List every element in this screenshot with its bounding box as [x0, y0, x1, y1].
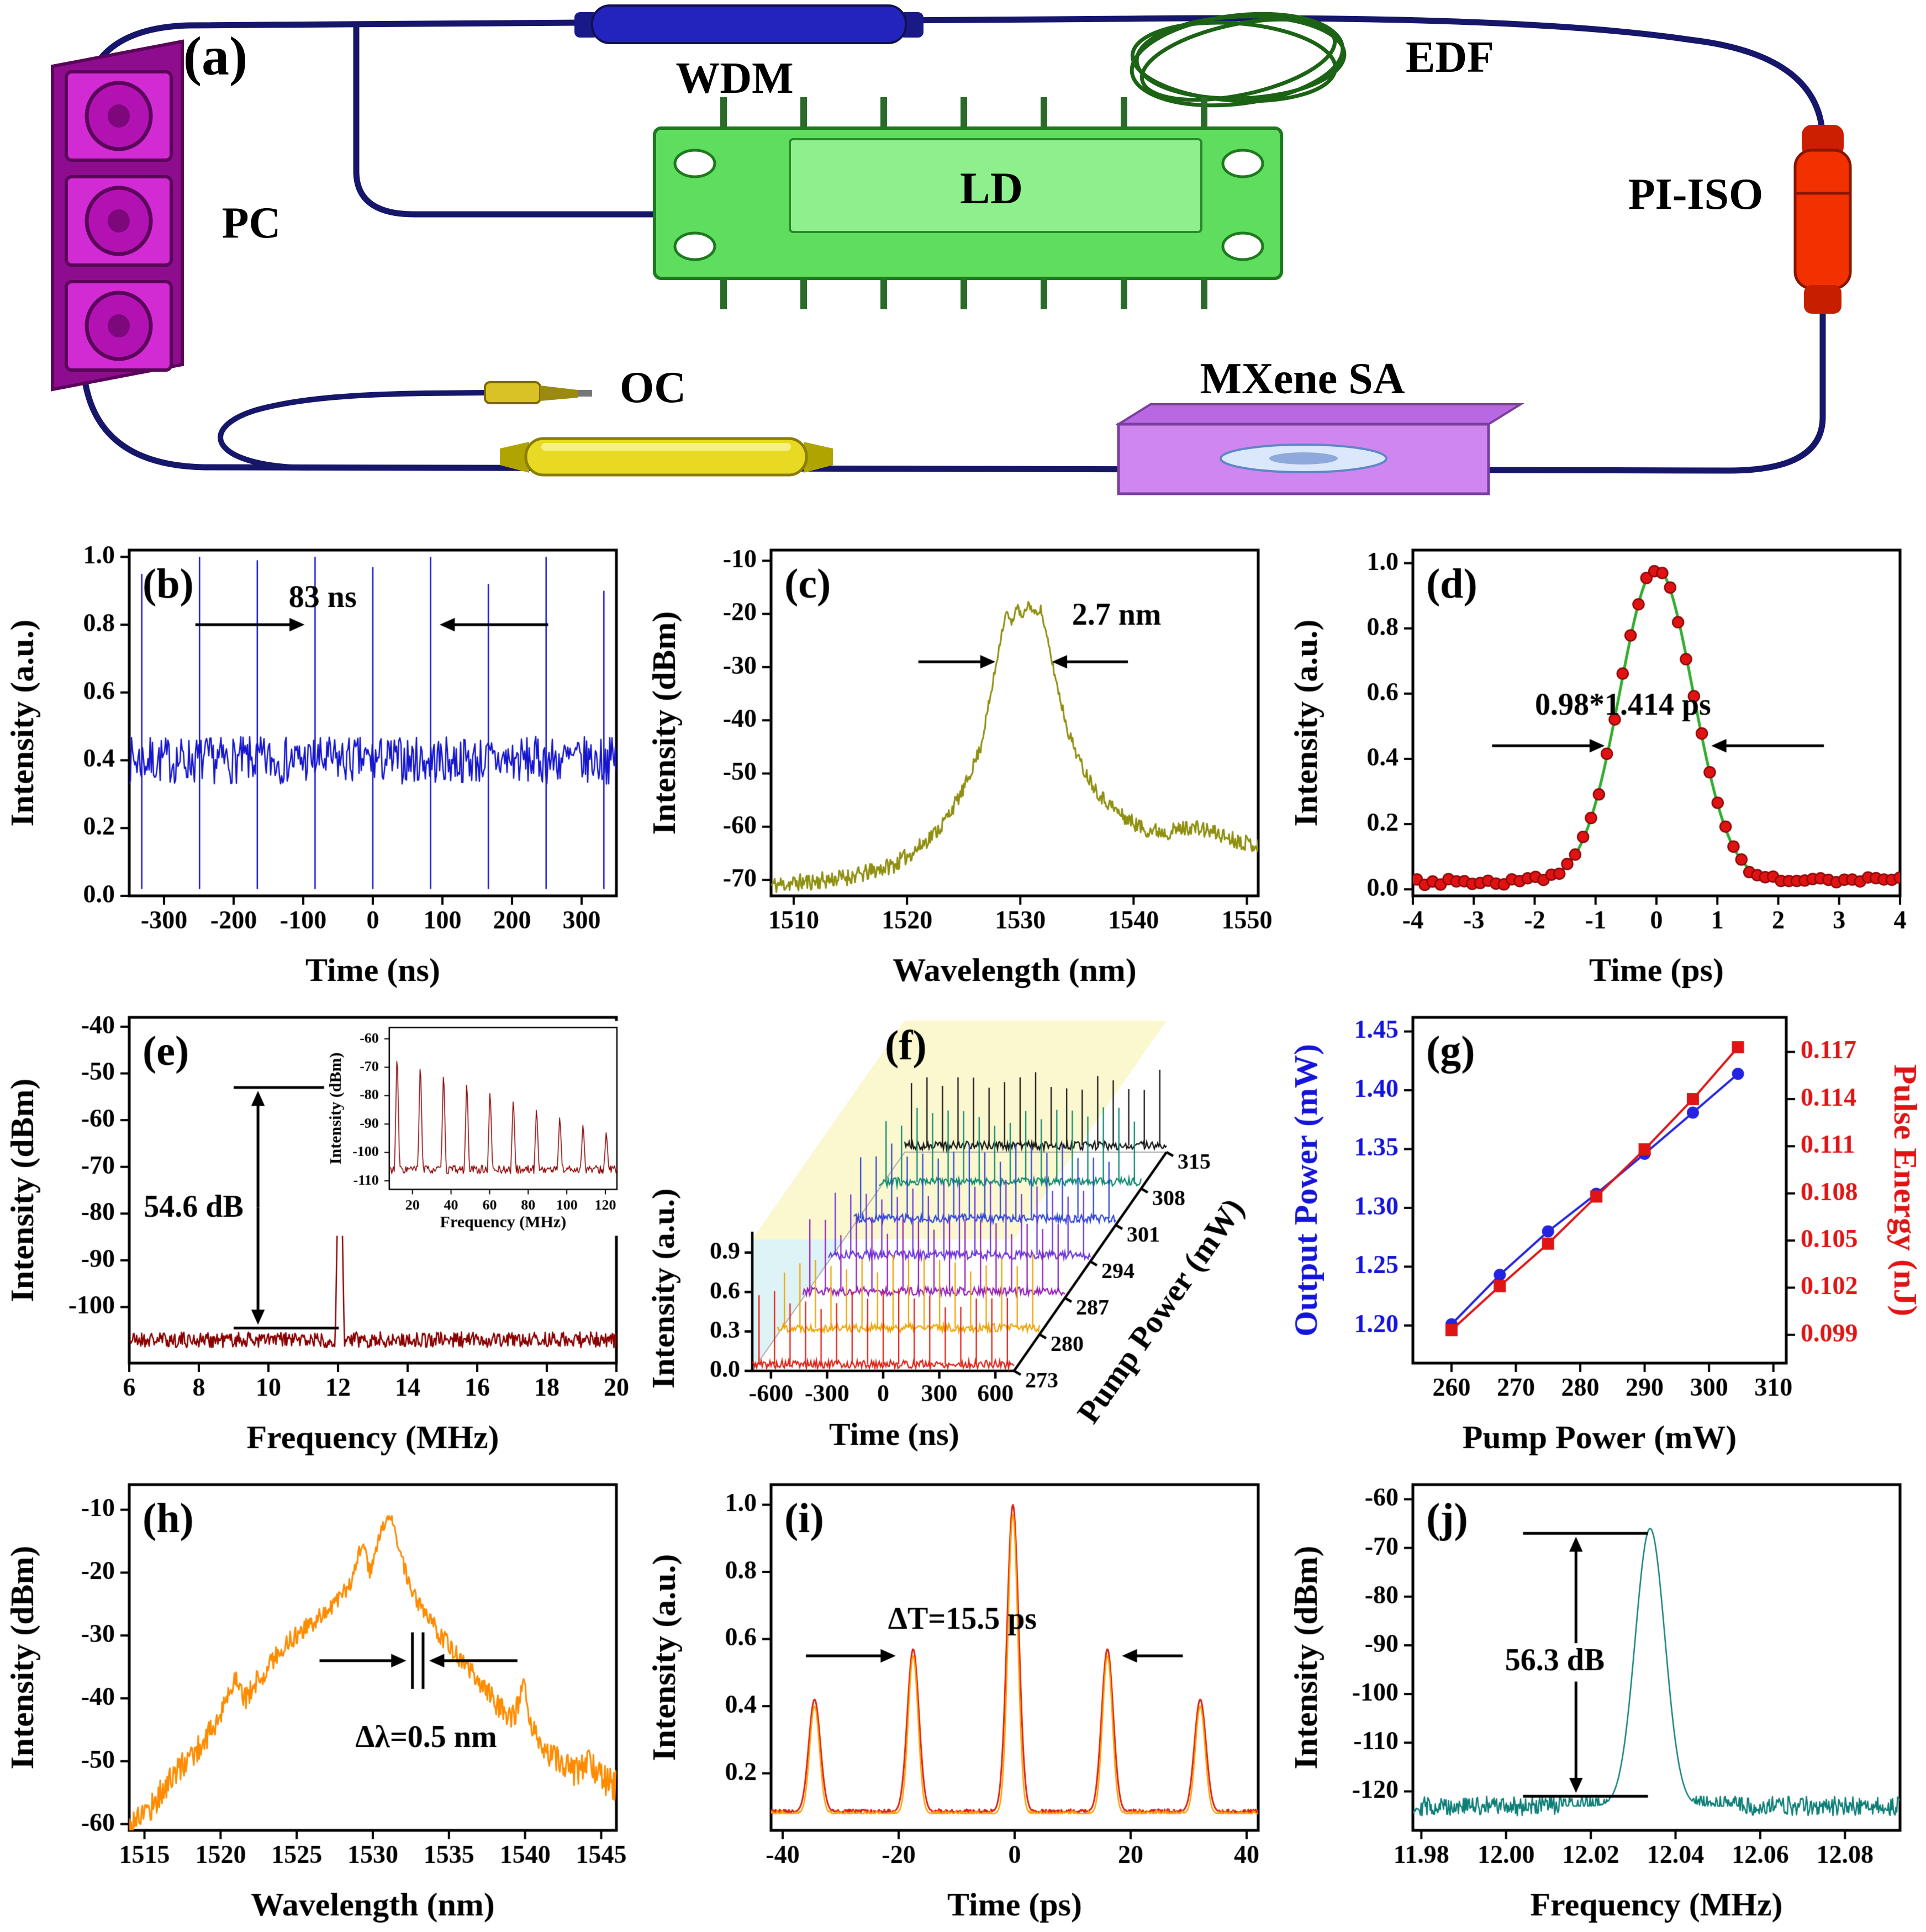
panel-h-optical-spectrum-chart	[0, 1465, 642, 1932]
wdm-coupler-icon	[574, 4, 924, 44]
fiber-ring	[80, 15, 1826, 474]
panel-a-diagram: (a) WDM EDF PC LD PI-ISO OC MXene SA	[0, 0, 1926, 530]
edf-fiber-coil-icon	[1130, 12, 1347, 108]
ld-label: LD	[960, 163, 1023, 213]
fiber-oc-tap	[218, 390, 487, 471]
oc-output-coupler-icon	[500, 437, 833, 477]
panel-j-rf-spectrum-chart	[1284, 1465, 1925, 1932]
panel-i-pulse-train-ps-chart	[642, 1465, 1284, 1932]
panel-a-label: (a)	[183, 25, 248, 87]
oc-label: OC	[620, 363, 686, 412]
panel-g-power-energy-chart	[1284, 997, 1925, 1465]
pi-iso-isolator-icon	[1793, 125, 1852, 314]
panel-f-waterfall-chart	[642, 997, 1284, 1465]
edf-label: EDF	[1406, 33, 1494, 82]
panel-d-autocorrelation-chart	[1284, 530, 1925, 997]
chart-grid	[0, 530, 1926, 1932]
ld-pump-laser-icon	[653, 97, 1283, 309]
pc-polarization-controller-icon	[51, 39, 184, 392]
mxene-sa-label: MXene SA	[1200, 355, 1405, 403]
panel-e-rf-spectrum-chart	[0, 997, 642, 1465]
wdm-label: WDM	[676, 54, 793, 103]
fiber-ld-branch	[353, 23, 657, 218]
pi-iso-label: PI-ISO	[1628, 170, 1764, 219]
panel-b-pulse-train-chart	[0, 530, 642, 997]
laser-cavity-schematic: (a) WDM EDF PC LD PI-ISO OC MXene SA	[51, 4, 1852, 495]
oc-output-connector-icon	[484, 381, 592, 404]
mxene-sa-device-icon	[1114, 403, 1525, 495]
panel-c-optical-spectrum-chart	[642, 530, 1284, 997]
pc-label: PC	[222, 199, 281, 247]
